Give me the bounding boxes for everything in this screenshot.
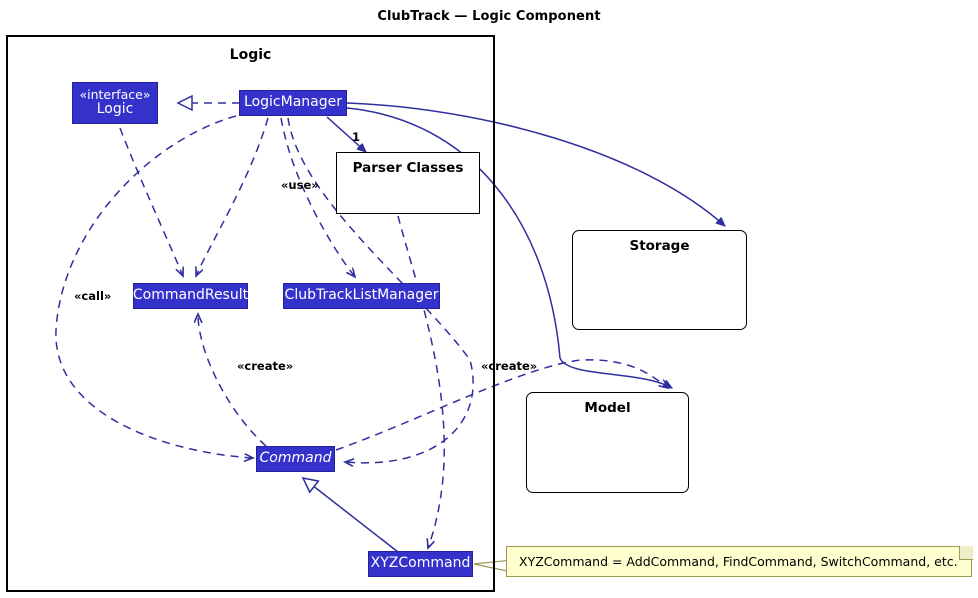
component-model[interactable]: Model xyxy=(526,392,689,493)
page-title: ClubTrack — Logic Component xyxy=(377,9,601,24)
note-fold-corner xyxy=(959,546,973,560)
class-logicmanager-label: LogicManager xyxy=(244,94,342,111)
label-create-right: «create» xyxy=(481,359,538,373)
label-parser-multiplicity: 1 xyxy=(352,130,361,144)
class-command-label: Command xyxy=(259,450,332,467)
label-call: «call» xyxy=(74,289,112,303)
component-storage[interactable]: Storage xyxy=(572,230,747,330)
note-xyzcommand-text: XYZCommand = AddCommand, FindCommand, Sw… xyxy=(519,554,958,569)
label-use: «use» xyxy=(281,178,319,192)
class-command[interactable]: Command xyxy=(256,446,335,472)
class-clubtracklistmanager-label: ClubTrackListManager xyxy=(284,287,439,304)
component-parser-classes[interactable]: Parser Classes xyxy=(336,152,480,214)
component-model-label: Model xyxy=(584,400,631,416)
class-xyzcommand[interactable]: XYZCommand xyxy=(368,551,473,577)
label-create-left: «create» xyxy=(237,359,294,373)
class-commandresult[interactable]: CommandResult xyxy=(133,283,248,309)
note-xyzcommand: XYZCommand = AddCommand, FindCommand, Sw… xyxy=(506,546,972,577)
class-logic-label: Logic xyxy=(96,101,134,118)
class-commandresult-label: CommandResult xyxy=(132,287,249,304)
class-logicmanager[interactable]: LogicManager xyxy=(239,90,347,116)
class-logic-stereotype: «interface» xyxy=(79,87,151,103)
package-logic-title: Logic xyxy=(229,47,272,63)
class-xyzcommand-label: XYZCommand xyxy=(370,555,471,572)
class-clubtracklistmanager[interactable]: ClubTrackListManager xyxy=(283,283,440,309)
component-storage-label: Storage xyxy=(629,238,690,254)
class-logic[interactable]: «interface» Logic xyxy=(72,82,158,124)
package-logic xyxy=(6,35,495,592)
component-parser-classes-label: Parser Classes xyxy=(352,160,464,176)
